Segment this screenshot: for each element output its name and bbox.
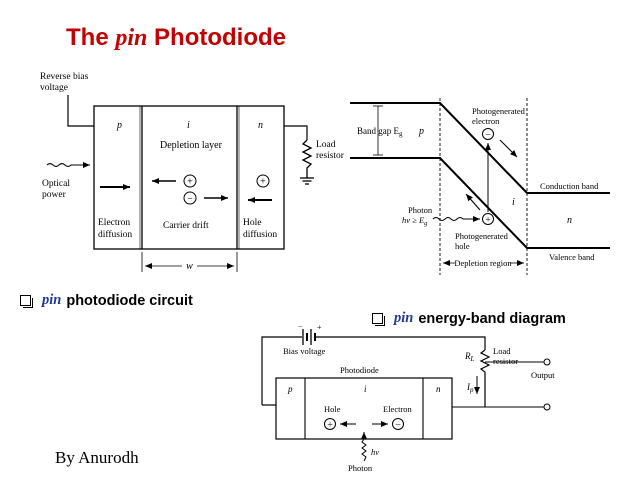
hole-carrier-i xyxy=(183,174,197,188)
photodiode-p-label: p xyxy=(287,384,293,394)
battery-minus: − xyxy=(298,322,303,331)
photo-electron-circle xyxy=(482,128,494,140)
hole-label: Hole xyxy=(324,404,341,414)
photo-hole-sign: + xyxy=(485,216,490,226)
conduction-band-edge xyxy=(350,102,610,194)
photon-arrow-circuit xyxy=(361,432,367,462)
output-label: Output xyxy=(531,370,555,380)
rl-label: RL xyxy=(464,351,475,363)
output-terminal-top xyxy=(543,358,551,366)
reverse-bias-label-line1: Reverse bias xyxy=(40,72,89,82)
bias-wire xyxy=(67,95,94,127)
ip-label: Ip xyxy=(466,382,474,394)
electron-diffusion-label-line2: diffusion xyxy=(98,229,132,240)
photo-electron-sign: − xyxy=(485,131,490,141)
optical-power-arrow xyxy=(46,162,90,168)
bullet-box-icon xyxy=(20,295,33,308)
diode-body xyxy=(93,105,285,250)
photodiode-n-label: n xyxy=(436,384,441,394)
load-resistor-label-2-line2: resistor xyxy=(493,356,518,366)
photo-hole-circle xyxy=(482,213,494,225)
region-p-label-band: p xyxy=(418,126,424,137)
photo-hole-label-line1: Photogenerated xyxy=(455,231,509,241)
valence-band-label: Valence band xyxy=(549,252,595,262)
load-resistor-label-line2: resistor xyxy=(316,151,345,161)
hole-carrier-n xyxy=(256,174,270,188)
bullet-circuit-text: photodiode circuit xyxy=(66,292,193,309)
region-i-label: i xyxy=(187,120,190,131)
region-p-label: p xyxy=(116,120,122,131)
electron-carrier-circuit-sign: − xyxy=(395,421,400,431)
hole-drift-arrow-band xyxy=(465,193,481,211)
load-resistor-label-2-line1: Load xyxy=(493,346,511,356)
output-terminal-bottom xyxy=(543,403,551,411)
photodiode-label: Photodiode xyxy=(340,365,379,375)
bullet-circuit-italic: pin xyxy=(42,292,62,308)
conduction-band-label: Conduction band xyxy=(540,181,599,191)
optical-power-label-line1: Optical xyxy=(42,179,70,189)
hv-label: hν xyxy=(371,447,379,457)
pin-circuit-figure: Reverse bias voltage Load resistor p i n… xyxy=(40,72,345,272)
bullet-box-icon xyxy=(372,313,385,326)
load-resistor-label-line1: Load xyxy=(316,140,336,150)
electron-carrier-i xyxy=(183,191,197,205)
optical-power-label-line2: power xyxy=(42,190,67,200)
hole-carrier-i-sign: + xyxy=(187,177,193,188)
hole-diffusion-label-line1: Hole xyxy=(243,218,261,228)
electron-drift-arrow-band xyxy=(499,139,518,158)
title-suffix: Photodiode xyxy=(147,24,287,51)
bias-circuit-figure: − + Bias voltage RL Load resistor Ip Out… xyxy=(261,322,555,473)
hole-carrier-circuit xyxy=(324,418,336,430)
energy-band-figure: Band gap Eg p i n Depletion region Photo… xyxy=(350,98,610,275)
photo-electron-label-line1: Photogenerated xyxy=(472,106,526,116)
photon-label-line1: Photon xyxy=(408,205,433,215)
load-wire xyxy=(284,125,308,140)
title-italic-word: pin xyxy=(115,25,148,51)
bias-wire-top xyxy=(315,336,486,350)
bias-voltage-label: Bias voltage xyxy=(283,346,325,356)
bullet-energy-text: energy-band diagram xyxy=(418,310,566,327)
author-credit: By Anurodh xyxy=(55,448,139,467)
electron-diffusion-label-line1: Electron xyxy=(98,218,130,228)
photon-label-line2: hν ≥ Eg xyxy=(402,215,428,227)
depletion-layer-label: Depletion layer xyxy=(160,140,223,151)
valence-band-edge xyxy=(350,157,610,249)
electron-carrier-i-sign: − xyxy=(187,194,193,205)
load-resistor-symbol xyxy=(301,139,313,178)
photon-label-circuit: Photon xyxy=(348,463,373,473)
title-prefix: The xyxy=(66,24,116,51)
region-n-label-band: n xyxy=(567,215,572,226)
region-i-label-band: i xyxy=(512,197,515,208)
bias-wire-left xyxy=(261,336,302,405)
bullet-energy-italic: pin xyxy=(394,310,414,326)
band-gap-label: Band gap Eg xyxy=(357,126,403,138)
w-dim-label: w xyxy=(186,261,193,272)
hole-carrier-circuit-sign: + xyxy=(327,421,332,431)
region-n-label: n xyxy=(258,120,263,131)
slide-title: The pin Photodiode xyxy=(66,24,286,52)
photo-hole-label-line2: hole xyxy=(455,241,470,251)
electron-carrier-circuit xyxy=(392,418,404,430)
photodiode-i-label: i xyxy=(364,384,367,394)
hole-carrier-n-sign: + xyxy=(260,177,266,188)
carrier-drift-label: Carrier drift xyxy=(163,220,209,231)
hole-diffusion-label-line2: diffusion xyxy=(243,229,277,240)
load-resistor-symbol-2 xyxy=(479,349,491,407)
battery-plus: + xyxy=(317,323,322,332)
electron-label: Electron xyxy=(383,404,413,414)
photo-electron-label-line2: electron xyxy=(472,116,500,126)
reverse-bias-label-line2: voltage xyxy=(40,83,68,93)
depletion-region-label: Depletion region xyxy=(454,258,512,268)
photon-wave-arrow xyxy=(432,216,480,222)
